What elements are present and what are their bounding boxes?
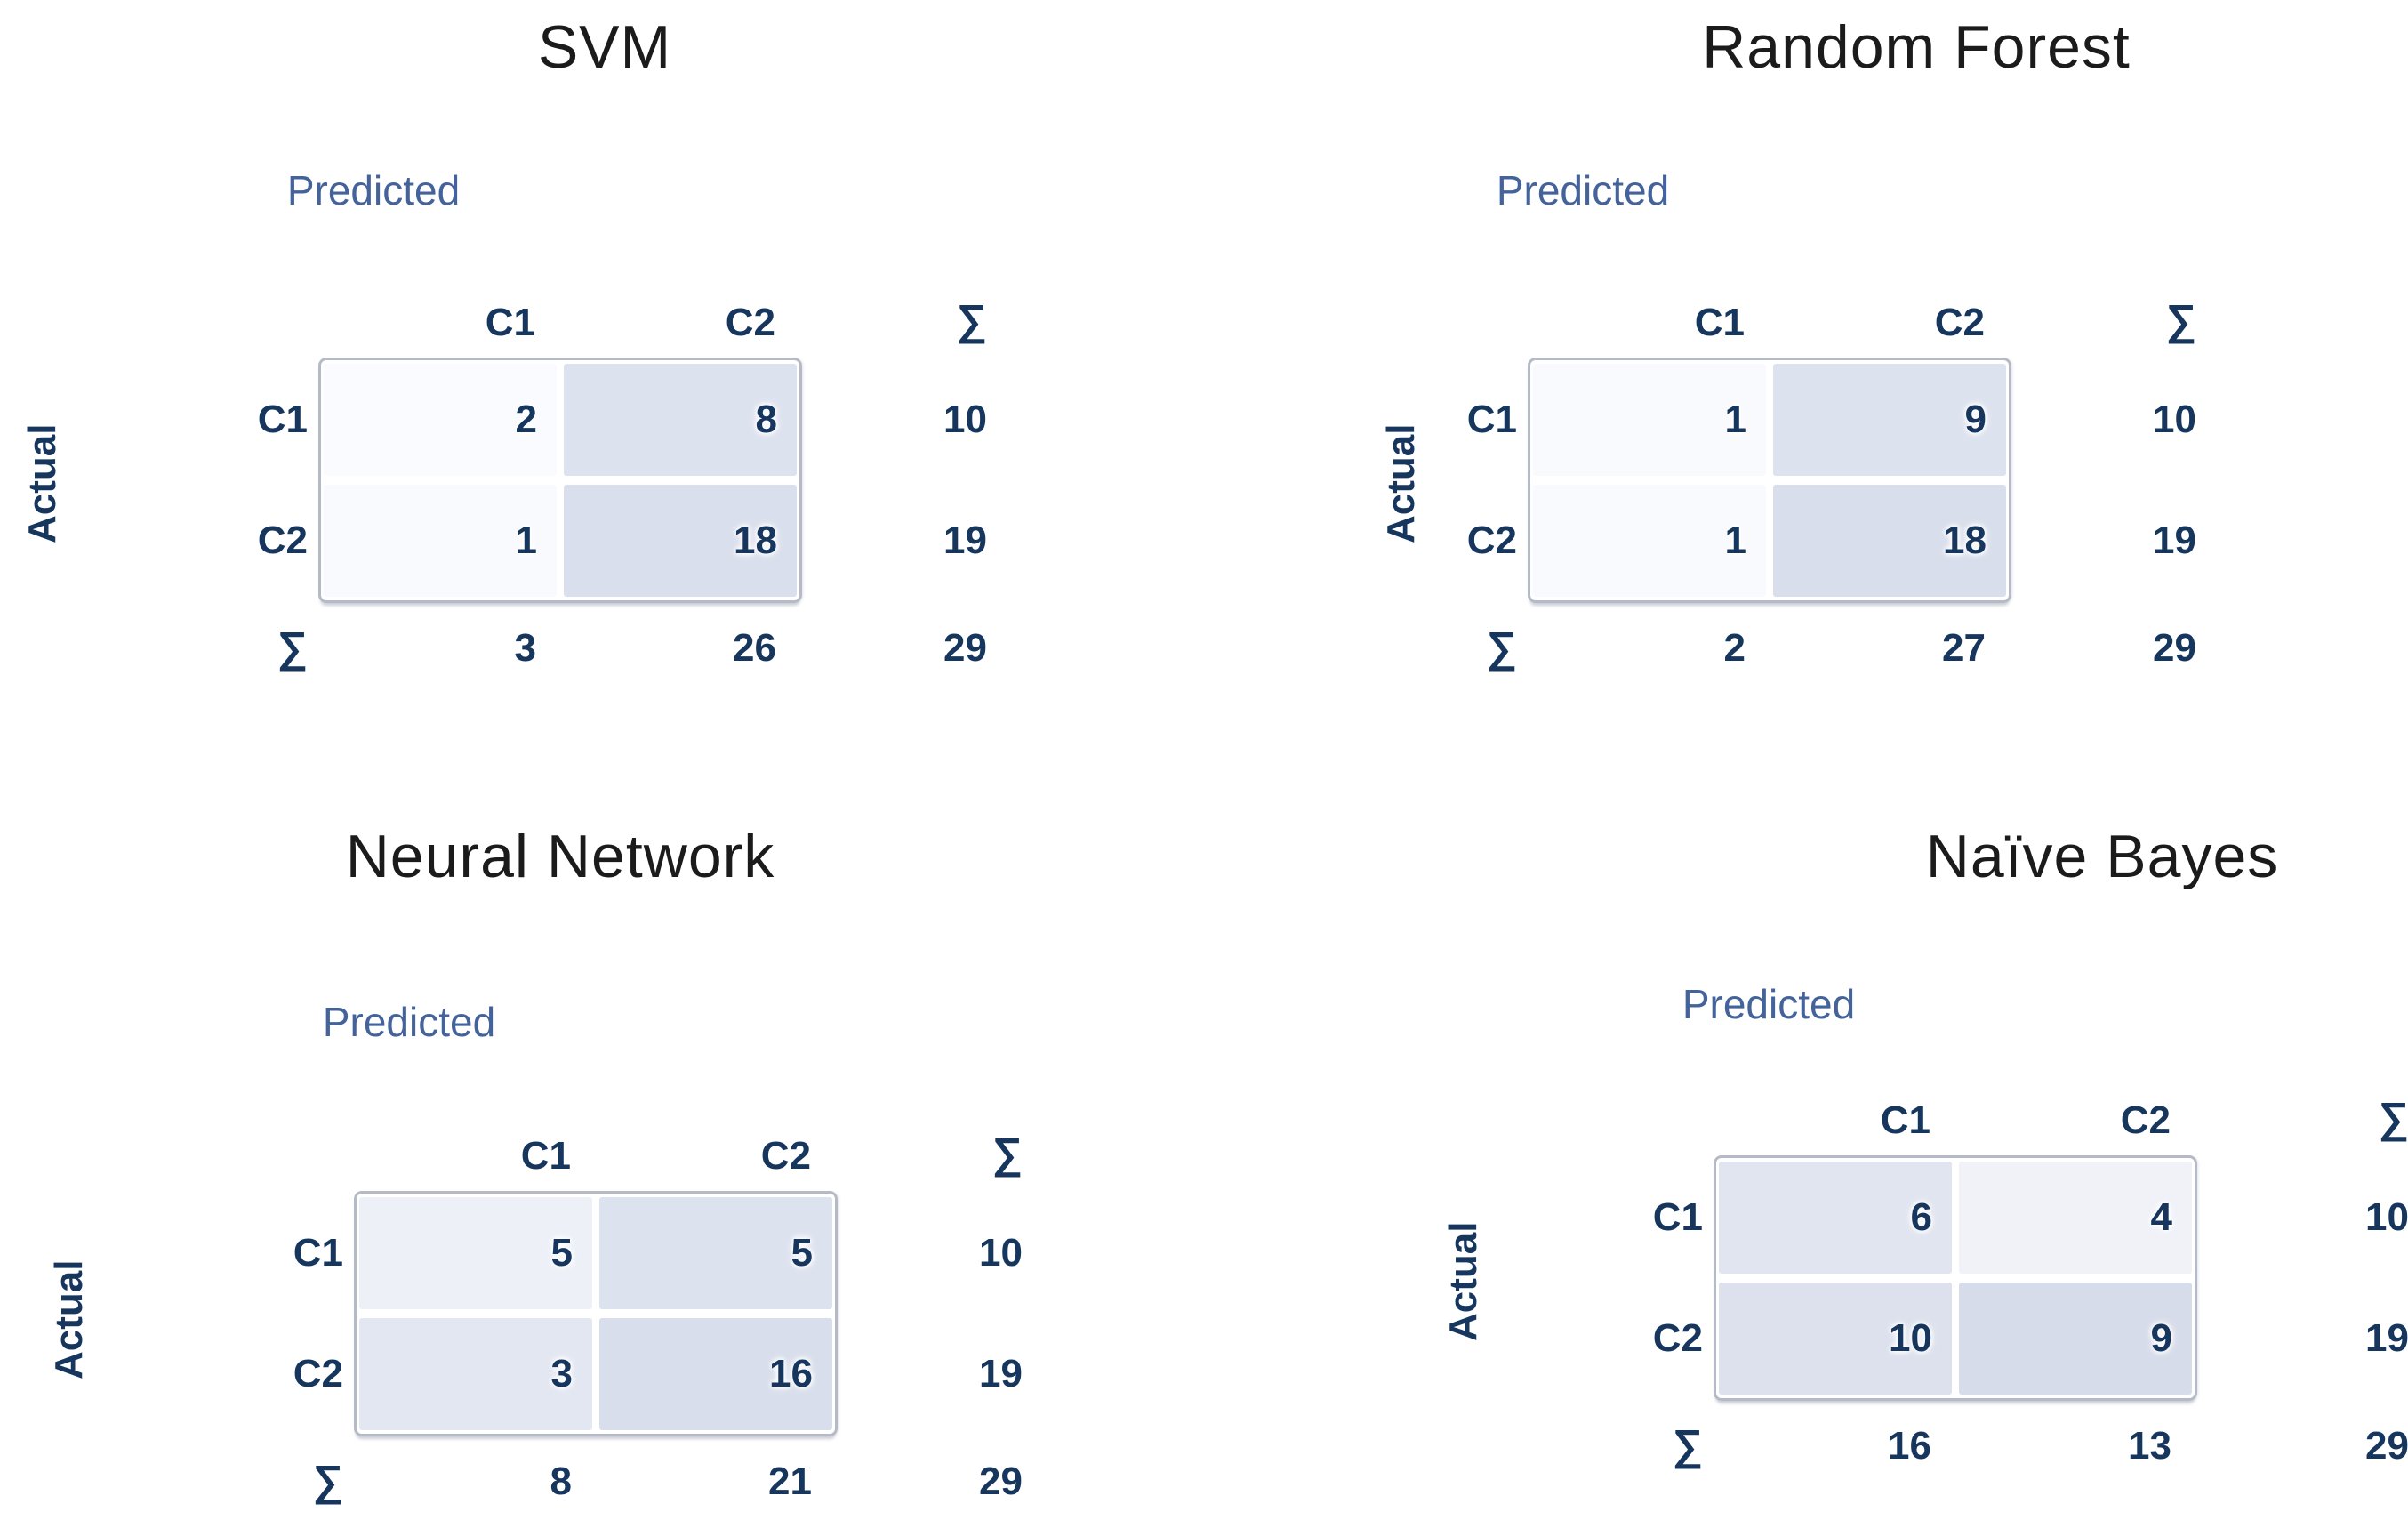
grand-total: 29: [979, 1459, 1023, 1503]
row-header: C2: [1466, 519, 1517, 562]
col-header: C2: [760, 1134, 811, 1178]
matrix-title: Random Forest: [1702, 13, 2131, 81]
actual-axis-label: Actual: [1379, 423, 1423, 544]
row-header: C1: [1652, 1195, 1703, 1239]
matrix-cell: 9: [1959, 1283, 2192, 1395]
matrix-title: Neural Network: [345, 823, 775, 890]
row-sum: 19: [979, 1352, 1023, 1395]
col-sum: 3: [514, 625, 536, 670]
col-sum: 13: [2128, 1423, 2171, 1468]
col-header: C2: [1934, 301, 1985, 344]
predicted-axis-label: Predicted: [1496, 167, 1670, 213]
matrix-cell: 8: [564, 364, 797, 476]
col-header: C1: [1880, 1098, 1930, 1142]
matrix-cell: 18: [1773, 485, 2006, 597]
matrix-cell: 5: [359, 1197, 592, 1309]
actual-axis-label: Actual: [47, 1259, 91, 1380]
col-sum: 16: [1888, 1423, 1931, 1468]
col-sum: 2: [1723, 625, 1746, 670]
matrix-cell: 10: [1719, 1283, 1952, 1395]
actual-axis-label: Actual: [1441, 1221, 1485, 1342]
matrix-cell: 16: [599, 1318, 832, 1430]
matrix-cell: 6: [1719, 1162, 1952, 1274]
row-header: C2: [257, 519, 308, 562]
row-sum: 19: [2153, 519, 2196, 562]
confusion-matrix-random-forest: C1 C2 ∑ C1 1 9 10 C2 1 18 19 ∑ 2 27 29: [1423, 266, 2205, 695]
row-sum: 10: [943, 398, 987, 441]
matrix-title: SVM: [537, 13, 672, 81]
grand-total: 29: [943, 625, 987, 670]
confusion-matrix-neural-network: C1 C2 ∑ C1 5 5 10 C2 3 16 19 ∑ 8 21 29: [249, 1099, 1031, 1528]
matrix-cell: 1: [324, 485, 557, 597]
col-header: C1: [485, 301, 535, 344]
actual-axis-label: Actual: [20, 423, 64, 544]
sum-col-header: ∑: [2165, 297, 2196, 344]
col-sum: 27: [1942, 625, 1986, 670]
sum-row-header: ∑: [1486, 624, 1517, 672]
col-header: C1: [520, 1134, 571, 1178]
grand-total: 29: [2153, 625, 2196, 670]
row-sum: 10: [979, 1231, 1023, 1275]
row-header: C1: [293, 1231, 343, 1275]
spacer: [213, 266, 320, 359]
sum-row-header: ∑: [277, 624, 308, 672]
panel-random-forest: Actual Random Forest Predicted C1 C2 ∑ C…: [1204, 0, 2408, 760]
sum-col-header: ∑: [956, 297, 987, 344]
col-sum: 21: [768, 1459, 812, 1503]
panel-naive-bayes: Actual Naïve Bayes Predicted C1 C2 ∑ C1 …: [1204, 760, 2408, 1520]
row-sum: 10: [2365, 1195, 2408, 1239]
sum-row-header: ∑: [1672, 1422, 1703, 1469]
predicted-axis-label: Predicted: [322, 999, 496, 1045]
col-header: C1: [1694, 301, 1745, 344]
matrix-cell: 4: [1959, 1162, 2192, 1274]
panel-neural-network: Actual Neural Network Predicted C1 C2 ∑ …: [0, 760, 1204, 1520]
row-header: C2: [1652, 1316, 1703, 1360]
matrix-cell: 1: [1533, 364, 1766, 476]
row-header: C1: [257, 398, 308, 441]
matrix-cell: 2: [324, 364, 557, 476]
col-sum: 26: [733, 625, 776, 670]
row-sum: 19: [943, 519, 987, 562]
spacer: [1423, 266, 1529, 359]
matrix-cell: 1: [1533, 485, 1766, 597]
row-sum: 10: [2153, 398, 2196, 441]
spacer: [249, 1099, 356, 1193]
matrix-cell: 18: [564, 485, 797, 597]
sum-col-header: ∑: [991, 1130, 1023, 1178]
col-sum: 8: [550, 1459, 572, 1503]
col-header: C2: [2120, 1098, 2171, 1142]
matrix-cell: 9: [1773, 364, 2006, 476]
spacer: [1609, 1064, 1715, 1157]
col-header: C2: [725, 301, 775, 344]
confusion-matrix-naive-bayes: C1 C2 ∑ C1 6 4 10 C2 10 9 19 ∑ 16 13 29: [1609, 1064, 2408, 1492]
matrix-title: Naïve Bayes: [1925, 823, 2279, 890]
row-header: C2: [293, 1352, 343, 1395]
predicted-axis-label: Predicted: [286, 167, 461, 213]
confusion-matrix-svm: C1 C2 ∑ C1 2 8 10 C2 1 18 19 ∑ 3 26 29: [213, 266, 996, 695]
predicted-axis-label: Predicted: [1682, 981, 1856, 1027]
sum-row-header: ∑: [312, 1458, 343, 1505]
panel-svm: Actual SVM Predicted C1 C2 ∑ C1 2 8 10 C…: [0, 0, 1204, 760]
grand-total: 29: [2365, 1423, 2408, 1468]
matrix-cell: 3: [359, 1318, 592, 1430]
row-header: C1: [1466, 398, 1517, 441]
matrix-cell: 5: [599, 1197, 832, 1309]
sum-col-header: ∑: [2378, 1095, 2408, 1142]
row-sum: 19: [2365, 1316, 2408, 1360]
